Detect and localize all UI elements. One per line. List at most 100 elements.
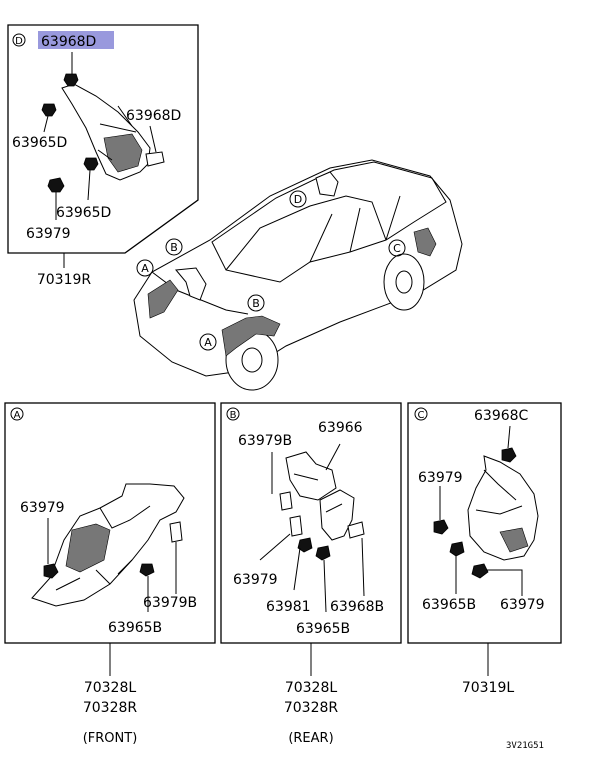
panel-c-tag-circle [414, 407, 428, 421]
trim-panel-detail [97, 105, 137, 161]
panel-c-frame [407, 402, 562, 644]
panel-d-tag-circle [12, 33, 26, 47]
assembly-label-70328l-front[interactable]: 70328L [84, 680, 137, 696]
panel-c: C 63968C 63979 63965B 63979 70319L [407, 402, 562, 696]
part-label-63968c[interactable]: 63968C [474, 408, 529, 424]
panel-b-tag-circle [226, 407, 240, 421]
callout-b-top[interactable]: B [170, 241, 178, 254]
fender-shield-rear [413, 227, 437, 257]
callout-d-circle [289, 190, 307, 208]
note-rear: (REAR) [288, 731, 333, 746]
interior-trim-d [315, 171, 339, 197]
assembly-label-70328r-rear[interactable]: 70328R [284, 700, 339, 716]
vehicle-body [133, 159, 463, 377]
rear-liner-upper [285, 451, 337, 501]
panel-d-tag: D [15, 36, 23, 47]
callout-a-top-circle [136, 259, 154, 277]
part-label-63981[interactable]: 63981 [266, 599, 311, 615]
rear-clip-mid-icon [289, 515, 303, 537]
panel-b: B 63979B 63966 63979 63981 63968B 63965B… [220, 402, 402, 746]
clip-left-icon [41, 103, 57, 117]
panel-d: D 63968D 63968D 63965D 63965D 63979 7031… [7, 24, 199, 288]
leader-63966 [325, 443, 341, 471]
rear-liner-detail [293, 473, 343, 513]
part-label-63979-c-left[interactable]: 63979 [418, 470, 463, 486]
leader-63965d-left [43, 115, 49, 133]
rear-wheel-hub [395, 270, 413, 294]
front-liner-panel [65, 523, 111, 573]
panel-a-tag: A [14, 410, 21, 421]
c-screw-bottom-icon [471, 563, 489, 579]
part-label-63968d[interactable]: 63968D [126, 108, 181, 124]
panel-a-tag-circle [10, 407, 24, 421]
vehicle-roof [211, 161, 447, 283]
callout-a-lower[interactable]: A [204, 336, 212, 349]
leader-63968d-right [149, 125, 157, 153]
part-label-63979-b[interactable]: 63979 [233, 572, 278, 588]
front-clip-icon [169, 521, 183, 543]
rear-shield-detail [475, 469, 523, 515]
panel-c-tag: C [418, 410, 425, 421]
callout-a-lower-circle [199, 333, 217, 351]
leader-63965d-bottom [87, 169, 91, 201]
vehicle-windshield [225, 195, 387, 271]
rear-wheel [383, 253, 425, 311]
callout-d[interactable]: D [294, 193, 302, 206]
vehicle-hood-line [151, 271, 249, 315]
rear-bracket-icon [347, 521, 365, 539]
assembly-label-70319l[interactable]: 70319L [462, 680, 515, 696]
part-label-63966[interactable]: 63966 [318, 420, 363, 436]
rear-clip-top-icon [279, 491, 293, 511]
c-clip-mid-icon [449, 541, 465, 557]
rear-screw-left-icon [297, 537, 313, 553]
c-clip-top-icon [501, 447, 517, 463]
trim-panel-grille [103, 133, 143, 173]
highlight-box [38, 31, 114, 49]
part-label-63968b[interactable]: 63968B [330, 599, 384, 615]
rear-shield-panel [499, 527, 529, 553]
callout-b-lower[interactable]: B [252, 297, 260, 310]
diagram-code: 3V21G51 [506, 741, 544, 751]
assembly-label-70328r-front[interactable]: 70328R [83, 700, 138, 716]
c-screw-icon [433, 519, 449, 535]
part-label-63979b-b[interactable]: 63979B [238, 433, 292, 449]
part-label-63965b-a[interactable]: 63965B [108, 620, 162, 636]
panel-d-frame [7, 24, 199, 254]
panel-b-tag: B [230, 410, 237, 421]
fender-bracket-front [175, 267, 207, 301]
callout-c[interactable]: C [393, 242, 401, 255]
front-liner-ribs [55, 505, 151, 591]
clip-top-icon [63, 73, 79, 87]
screw-icon [47, 177, 65, 193]
callout-b-lower-circle [247, 294, 265, 312]
fender-shield-front-left [147, 279, 179, 319]
assembly-label-70328l-rear[interactable]: 70328L [285, 680, 338, 696]
callout-c-circle [388, 239, 406, 257]
part-label-63965b-c[interactable]: 63965B [422, 597, 476, 613]
part-label-63968d-highlighted[interactable]: 63968D [41, 34, 96, 50]
front-clip-b-icon [139, 563, 155, 577]
part-label-63979-a[interactable]: 63979 [20, 500, 65, 516]
vehicle-pillars [309, 195, 401, 263]
part-label-63979-d[interactable]: 63979 [26, 226, 71, 242]
assembly-label-70319r[interactable]: 70319R [37, 272, 92, 288]
panel-a: A 63979 63979B 63965B 70328L 70328R (FRO… [4, 402, 216, 746]
leader-63968b [361, 537, 365, 597]
part-label-63965d-left[interactable]: 63965D [12, 135, 67, 151]
part-label-63979b-a[interactable]: 63979B [143, 595, 197, 611]
callout-a-top[interactable]: A [141, 262, 149, 275]
clip-mid-icon [83, 157, 99, 171]
note-front: (FRONT) [83, 731, 138, 746]
part-label-63965d-bottom[interactable]: 63965D [56, 205, 111, 221]
vehicle-drawing: A B D C B A [133, 159, 463, 391]
leader-63965b-b [323, 559, 327, 613]
leader-63979-b [259, 533, 291, 561]
rear-screw-right-icon [315, 545, 331, 561]
leader-63968c [507, 425, 511, 449]
part-label-63979-c-right[interactable]: 63979 [500, 597, 545, 613]
part-label-63965b-b[interactable]: 63965B [296, 621, 350, 637]
clip-right-icon [145, 151, 165, 167]
front-wheel-hub [241, 347, 263, 373]
front-screw-icon [43, 563, 59, 579]
